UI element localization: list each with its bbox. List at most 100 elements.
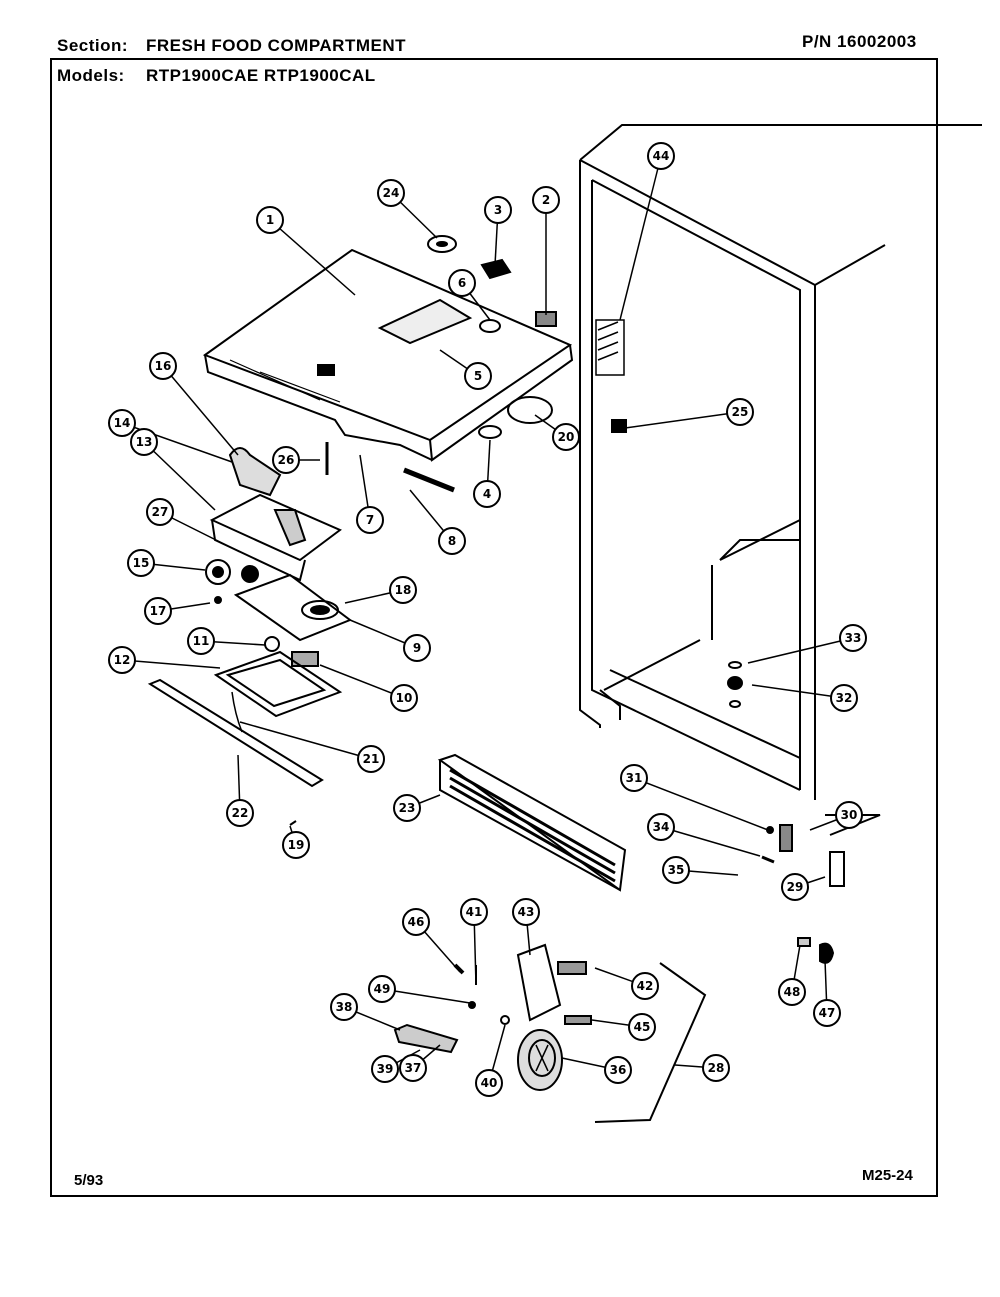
footer-date: 5/93 (74, 1172, 104, 1189)
callout-number-27: 27 (152, 505, 169, 519)
callout-31: 31 (620, 764, 648, 792)
fan-assembly (393, 943, 592, 1091)
footer-code: M25-24 (862, 1167, 913, 1184)
callout-number-36: 36 (610, 1063, 627, 1077)
callout-circle-17 (144, 597, 172, 625)
callout-7: 7 (356, 506, 384, 534)
toe-grille (437, 753, 627, 892)
callout-number-31: 31 (626, 771, 643, 785)
callout-circle-14 (108, 409, 136, 437)
callout-number-25: 25 (732, 405, 749, 419)
models-value: RTP1900CAE RTP1900CAL (146, 66, 376, 85)
callout-number-49: 49 (374, 982, 391, 996)
section-title: FRESH FOOD COMPARTMENT (146, 36, 407, 55)
leader-lines (121, 155, 854, 1084)
callout-number-23: 23 (399, 801, 416, 815)
callout-3: 3 (484, 196, 512, 224)
callout-number-35: 35 (668, 863, 685, 877)
callout-circle-40 (475, 1069, 503, 1097)
callout-28: 28 (702, 1054, 730, 1082)
callout-number-40: 40 (481, 1076, 498, 1090)
callout-number-21: 21 (363, 752, 380, 766)
callout-37: 37 (399, 1054, 427, 1082)
callout-33: 33 (839, 624, 867, 652)
callout-circle-5 (464, 362, 492, 390)
callout-circle-8 (438, 527, 466, 555)
leader-line-21 (239, 721, 372, 760)
callout-circle-44 (647, 142, 675, 170)
leader-line-12 (121, 659, 221, 669)
callout-22: 22 (226, 799, 254, 827)
leader-line-49 (381, 988, 471, 1004)
callout-1: 1 (256, 206, 284, 234)
callout-number-44: 44 (653, 149, 670, 163)
thermostat-assembly (205, 447, 342, 604)
leader-line-44 (619, 155, 662, 321)
callout-10: 10 (390, 684, 418, 712)
callout-circle-37 (399, 1054, 427, 1082)
callout-number-10: 10 (396, 691, 413, 705)
callout-circle-26 (272, 446, 300, 474)
callout-circle-33 (839, 624, 867, 652)
callout-circle-38 (330, 993, 358, 1021)
parts-drawing (147, 124, 982, 1123)
callout-circle-29 (781, 873, 809, 901)
damper-cover (233, 573, 353, 642)
leader-line-31 (633, 777, 769, 831)
leader-line-1 (269, 219, 356, 296)
callout-circle-31 (620, 764, 648, 792)
callout-30: 30 (835, 801, 863, 829)
diagram-frame (50, 58, 938, 1197)
callout-circle-22 (226, 799, 254, 827)
callout-number-16: 16 (155, 359, 172, 373)
callout-number-1: 1 (266, 213, 274, 227)
leader-line-33 (747, 637, 854, 664)
callout-12: 12 (108, 646, 136, 674)
callout-number-2: 2 (542, 193, 550, 207)
callout-number-13: 13 (136, 435, 153, 449)
callout-5: 5 (464, 362, 492, 390)
callout-circle-13 (130, 428, 158, 456)
callout-45: 45 (628, 1013, 656, 1041)
callout-number-28: 28 (708, 1061, 725, 1075)
callout-circle-28 (702, 1054, 730, 1082)
callout-number-9: 9 (413, 641, 421, 655)
callout-number-15: 15 (133, 556, 150, 570)
callout-circle-46 (402, 908, 430, 936)
callout-number-37: 37 (405, 1061, 422, 1075)
callout-circle-43 (512, 898, 540, 926)
callout-number-3: 3 (494, 203, 502, 217)
misc-parts (325, 235, 835, 964)
callout-34: 34 (647, 813, 675, 841)
callout-number-20: 20 (558, 430, 575, 444)
callout-circle-16 (149, 352, 177, 380)
callout-38: 38 (330, 993, 358, 1021)
callout-number-12: 12 (114, 653, 131, 667)
callout-circle-41 (460, 898, 488, 926)
callout-circle-15 (127, 549, 155, 577)
callout-circle-4 (473, 480, 501, 508)
callout-number-41: 41 (466, 905, 483, 919)
models-label: Models: (57, 66, 125, 85)
callout-circle-6 (448, 269, 476, 297)
callout-number-38: 38 (336, 1000, 353, 1014)
callout-circle-32 (830, 684, 858, 712)
callout-14: 14 (108, 409, 136, 437)
callout-11: 11 (187, 627, 215, 655)
callout-number-5: 5 (474, 369, 482, 383)
bracket-28 (594, 962, 707, 1123)
callout-49: 49 (368, 975, 396, 1003)
callout-number-39: 39 (377, 1062, 394, 1076)
callout-19: 19 (282, 831, 310, 859)
callout-circle-20 (552, 423, 580, 451)
leader-line-34 (660, 826, 761, 857)
callout-circle-7 (356, 506, 384, 534)
callout-circle-2 (532, 186, 560, 214)
callout-44: 44 (647, 142, 675, 170)
callout-circle-47 (813, 999, 841, 1027)
trim-strip (147, 678, 324, 826)
callout-circle-11 (187, 627, 215, 655)
callout-circle-49 (368, 975, 396, 1003)
callout-circle-35 (662, 856, 690, 884)
callout-number-43: 43 (518, 905, 535, 919)
